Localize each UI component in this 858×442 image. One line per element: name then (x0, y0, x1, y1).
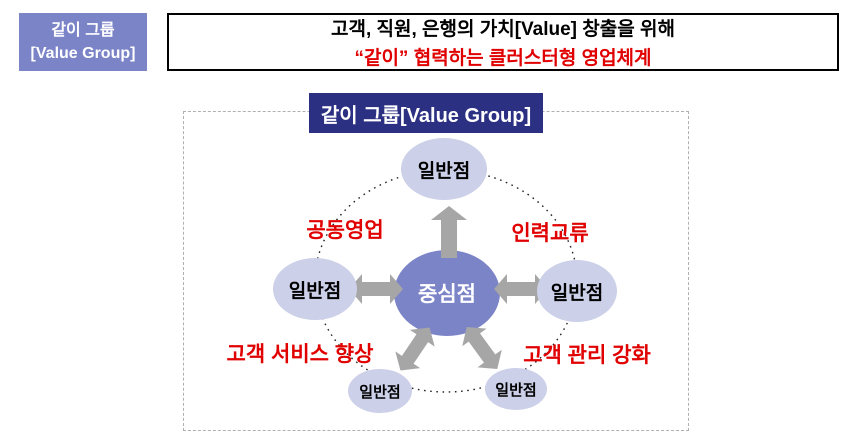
badge-line2: [Value Group] (30, 45, 136, 62)
group-title-bar: 같이 그룹[Value Group] (309, 93, 543, 133)
satellite-node-left-label: 일반점 (288, 280, 342, 302)
title-line1: 고객, 직원, 은행의 가치[Value] 창출을 위해 (331, 19, 675, 40)
satellite-node-top: 일반점 (401, 138, 487, 200)
title-line2: “같이” 협력하는 클러스터형 영업체계 (354, 48, 652, 69)
group-title-label: 같이 그룹[Value Group] (320, 104, 532, 127)
label-joint-sales: 공동영업 (306, 219, 384, 242)
satellite-node-bottom-right-label: 일반점 (495, 381, 537, 399)
value-group-badge: 같이 그룹 [Value Group] (19, 13, 147, 71)
satellite-node-right: 일반점 (537, 260, 617, 322)
label-personnel-exchange: 인력교류 (511, 222, 589, 245)
badge-line1: 같이 그룹 (51, 21, 115, 39)
center-node: 중심점 (394, 250, 500, 336)
label-customer-service: 고객 서비스 향상 (226, 343, 374, 366)
center-node-label: 중심점 (418, 283, 476, 306)
satellite-node-bottom-left-label: 일반점 (359, 383, 401, 401)
satellite-node-bottom-right: 일반점 (485, 368, 547, 410)
satellite-node-right-label: 일반점 (550, 282, 604, 304)
satellite-node-bottom-left: 일반점 (348, 369, 412, 413)
satellite-node-left: 일반점 (273, 258, 357, 320)
slide-title-box: 고객, 직원, 은행의 가치[Value] 창출을 위해 “같이” 협력하는 클… (167, 13, 839, 71)
label-customer-management: 고객 관리 강화 (523, 344, 651, 367)
satellite-node-top-label: 일반점 (417, 160, 471, 182)
